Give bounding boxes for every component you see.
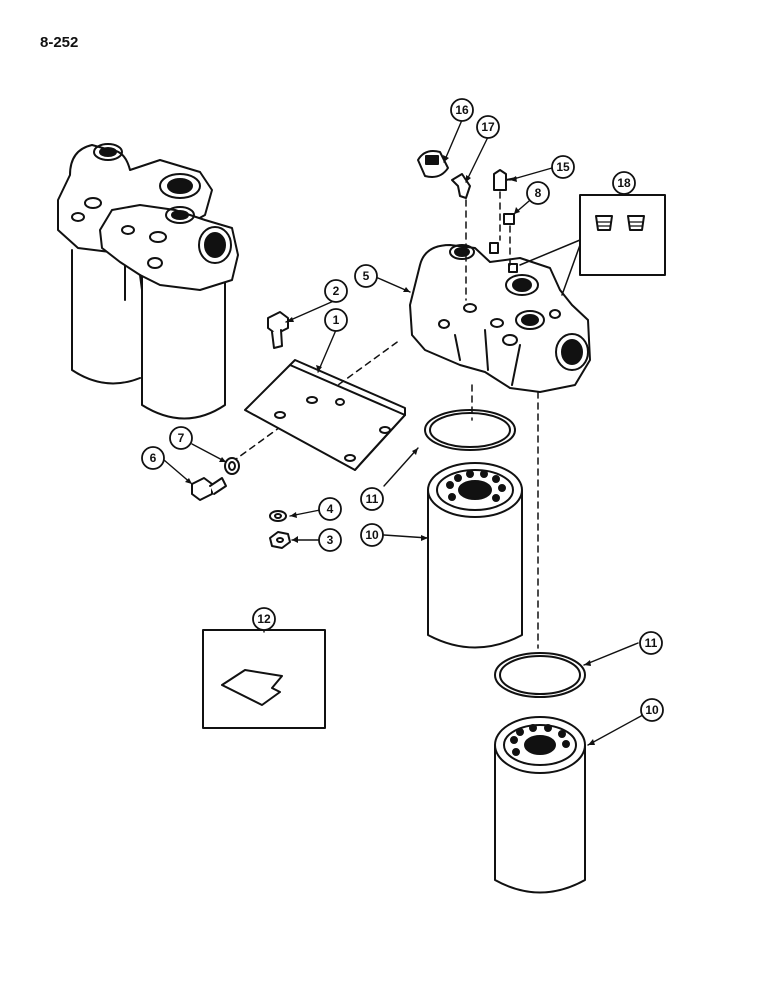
seal-ring-lower <box>494 652 586 698</box>
page-number: 8-252 <box>40 34 79 51</box>
filter-element-upper <box>427 462 523 649</box>
callout-17: 17 <box>481 120 495 134</box>
assembled-filter-pair <box>57 143 239 420</box>
callout-circles <box>141 98 664 722</box>
nut-3 <box>269 531 291 549</box>
callout-7: 7 <box>178 431 185 445</box>
callout-12: 12 <box>257 612 271 626</box>
callout-11-lower: 11 <box>645 636 658 650</box>
bolt-6 <box>191 477 213 501</box>
callout-11-upper: 11 <box>366 492 379 506</box>
callout-3: 3 <box>327 533 334 547</box>
lockwasher-4 <box>269 510 287 522</box>
callout-4: 4 <box>327 502 334 516</box>
bolt-2 <box>267 311 289 335</box>
callout-labels: 16 17 15 8 18 5 2 1 7 6 4 3 10 11 12 11 … <box>150 103 659 717</box>
filter-element-lower <box>494 716 586 894</box>
callout-15: 15 <box>556 160 570 174</box>
filter-head <box>409 242 591 393</box>
callout-8: 8 <box>535 186 542 200</box>
callout-5: 5 <box>363 269 370 283</box>
callout-18: 18 <box>617 176 631 190</box>
decal-detail-box <box>202 629 326 729</box>
callout-16: 16 <box>455 103 469 117</box>
callout-6: 6 <box>150 451 157 465</box>
callout-2: 2 <box>333 284 340 298</box>
callout-1: 1 <box>333 313 340 327</box>
plug-detail-box <box>519 194 666 296</box>
callout-10-lower: 10 <box>645 703 659 717</box>
callout-10-upper: 10 <box>365 528 379 542</box>
seal-ring-upper <box>424 409 516 451</box>
mounting-bracket <box>244 359 406 471</box>
washer-7 <box>224 457 240 475</box>
leader-lines <box>163 119 653 746</box>
